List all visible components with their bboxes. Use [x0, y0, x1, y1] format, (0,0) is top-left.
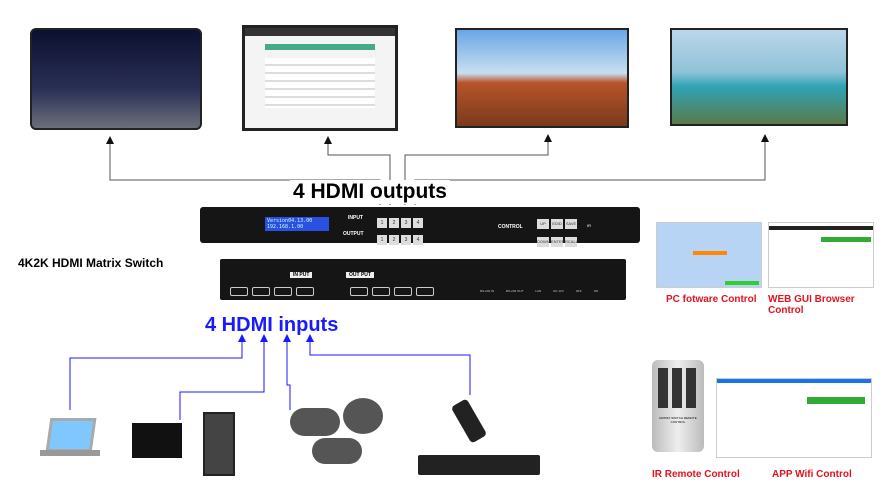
ir-label: IR — [587, 223, 591, 228]
input-tag: IN PUT — [290, 272, 313, 278]
laptop-base-icon — [40, 450, 100, 456]
app-screenshot — [716, 378, 872, 458]
edid-button[interactable]: EDID — [551, 219, 563, 229]
lcd-display: Version04.13.00 192.168.1.00 — [265, 217, 329, 231]
input-button-1[interactable]: 1 — [377, 218, 387, 228]
ir-remote-image: MATRIX SWITCH REMOTE CONTROL — [652, 360, 704, 452]
curved-tv-display — [30, 28, 202, 130]
output-button-2[interactable]: 2 — [389, 235, 399, 245]
enter-button[interactable]: ENTER — [551, 237, 565, 247]
input-button-4[interactable]: 4 — [413, 218, 423, 228]
gamepad-icon — [290, 408, 340, 436]
outputs-heading: 4 HDMI outputs — [290, 180, 450, 204]
control-label: CONTROL — [498, 224, 523, 230]
hdmi-input-ports — [228, 283, 316, 301]
output-label: OUTPUT — [343, 231, 364, 237]
input-label: INPUT — [348, 215, 363, 221]
input-button-3[interactable]: 3 — [401, 218, 411, 228]
web-gui-screenshot — [768, 222, 874, 288]
output-button-1[interactable]: 1 — [377, 235, 387, 245]
on-label: ON — [593, 289, 599, 293]
pc-software-screenshot — [656, 222, 762, 288]
output-tag: OUT PUT — [346, 272, 374, 278]
set-top-box-icon — [418, 455, 540, 475]
ir-remote-label: IR Remote Control — [652, 469, 740, 480]
output-button-4[interactable]: 4 — [413, 235, 423, 245]
output-button-3[interactable]: 3 — [401, 235, 411, 245]
desktop-monitor-icon — [132, 423, 182, 458]
rs232-in-label: RS-232 IN — [480, 289, 495, 293]
up-button[interactable]: UP — [537, 219, 549, 229]
remote-text: MATRIX SWITCH REMOTE CONTROL — [659, 416, 697, 424]
matrix-back-panel: IN PUT OUT PUT RS-232 IN RS-232 OUT LAN DC … — [220, 259, 626, 300]
lan-label: LAN — [535, 289, 542, 293]
input-button-2[interactable]: 2 — [389, 218, 399, 228]
monitor-web-gui-display — [242, 25, 398, 131]
down-button[interactable]: DOWN — [537, 237, 550, 247]
pc-tower-icon — [203, 412, 235, 476]
lcd-line-1: Version04.13.00 — [267, 218, 313, 224]
off-label: OFF — [575, 289, 582, 293]
pc-software-label: PC fotware Control — [666, 294, 757, 305]
gamepad-icon-2 — [312, 438, 362, 464]
desert-tv-display — [455, 28, 629, 128]
lcd-line-2: 192.168.1.00 — [267, 224, 304, 230]
rs232-out-label: RS-232 OUT — [506, 289, 524, 293]
recall-button[interactable]: RCALL — [565, 237, 578, 247]
dc-label: DC 12V — [553, 289, 564, 293]
matrix-front-panel: Version04.13.00 192.168.1.00 INPUT OUTPU… — [200, 207, 640, 247]
product-label: 4K2K HDMI Matrix Switch — [18, 256, 164, 270]
laptop-icon — [45, 418, 97, 452]
joystick-icon — [343, 398, 383, 434]
inputs-heading: 4 HDMI inputs — [205, 314, 339, 336]
coast-tv-display — [670, 28, 848, 126]
save-button[interactable]: SAVE — [565, 219, 577, 229]
app-wifi-label: APP Wifi Control — [772, 469, 852, 480]
web-gui-label: WEB GUI Browser Control — [768, 294, 855, 316]
hdmi-output-ports — [348, 283, 436, 301]
